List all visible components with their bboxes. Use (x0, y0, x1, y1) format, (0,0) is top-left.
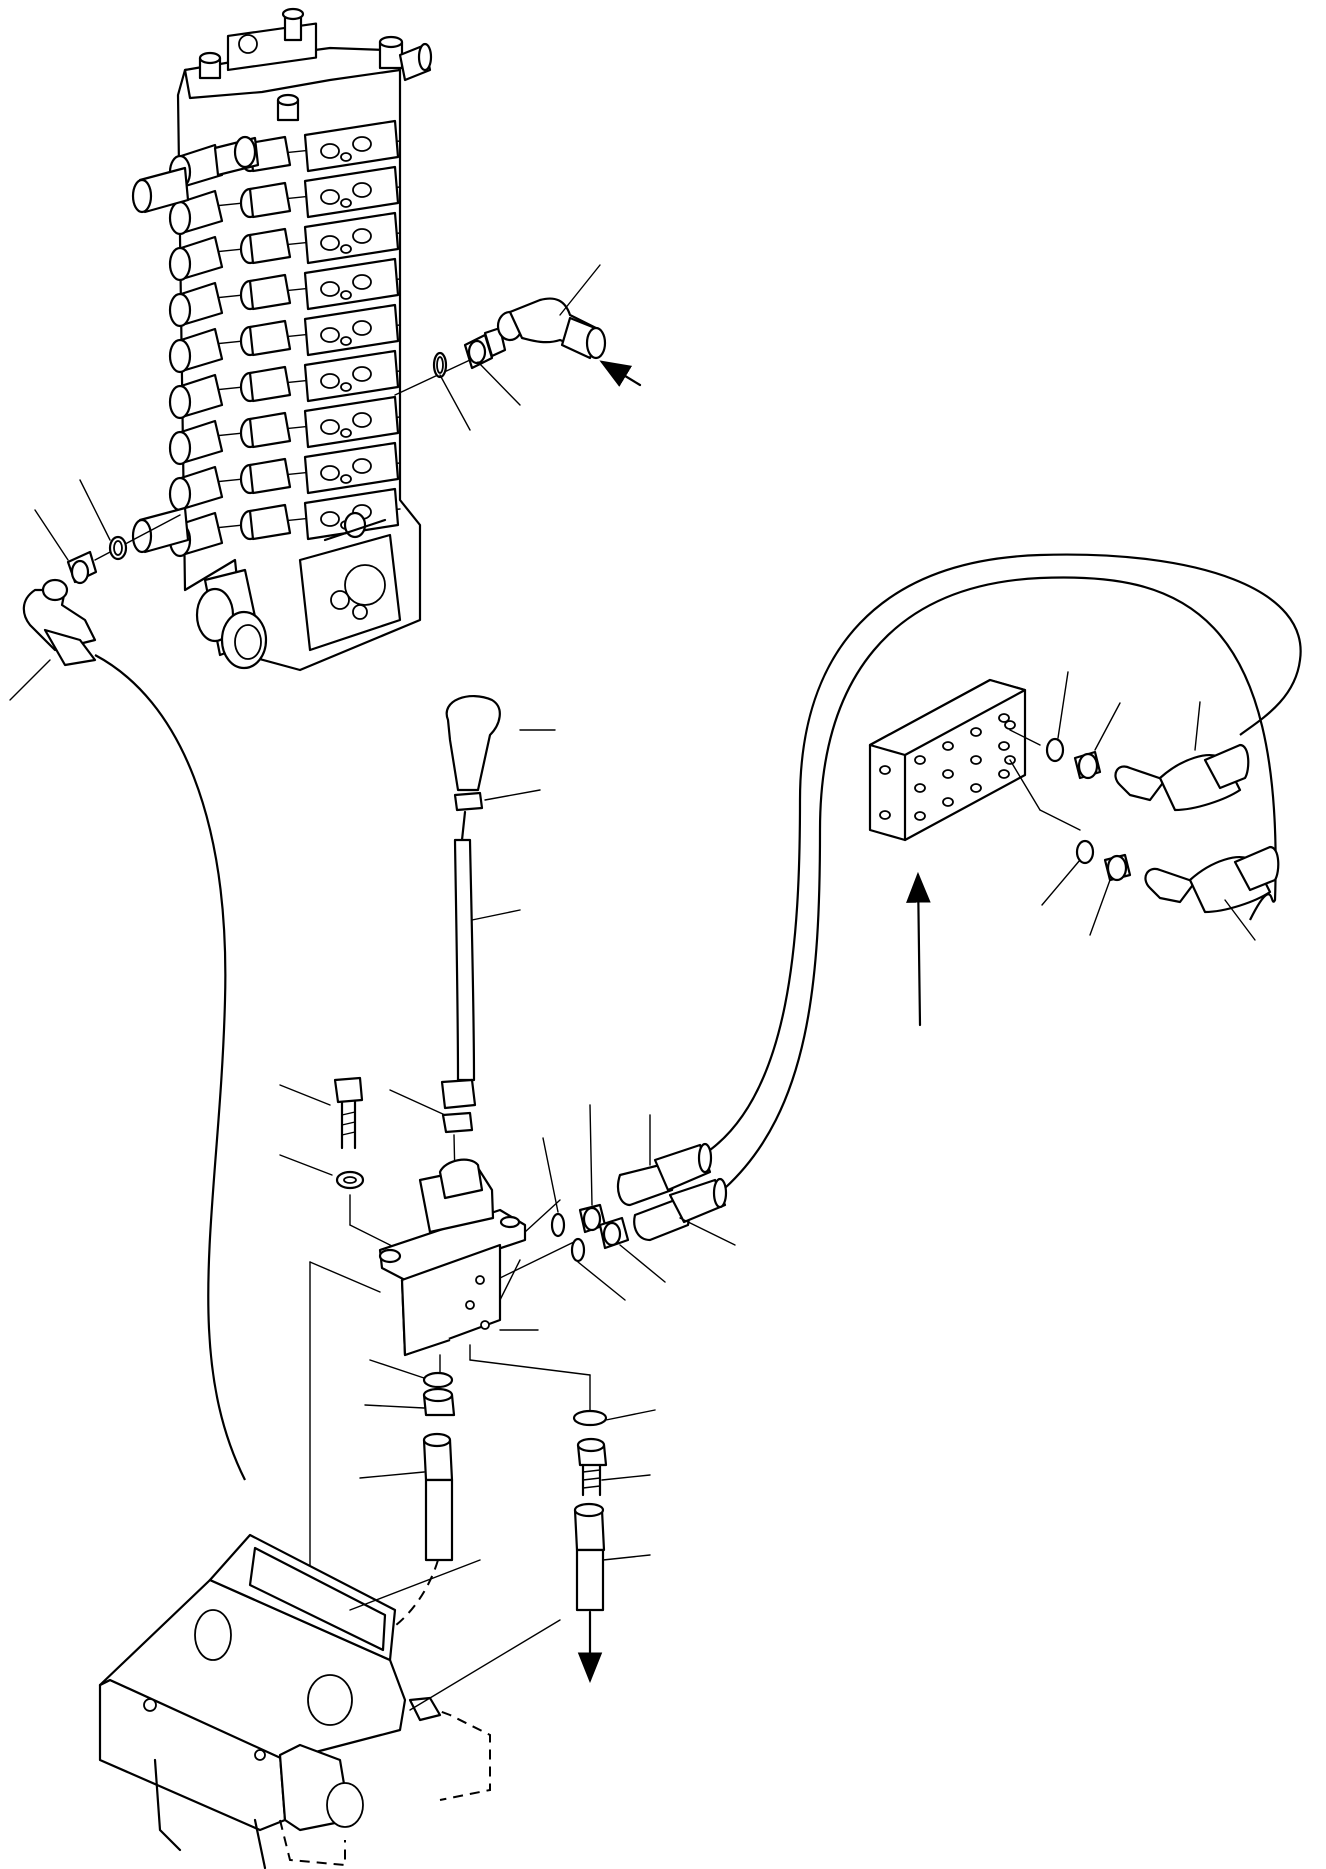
pilot-hose (10, 480, 245, 1480)
control-lever (390, 696, 555, 1180)
boot-icon (442, 1080, 475, 1108)
elbow-adapter (320, 1360, 454, 1640)
pilot-valve-icon (380, 1160, 590, 1380)
o-ring-icon (574, 1411, 606, 1425)
bolt-icon (280, 1078, 400, 1250)
elbow-adapter (1010, 672, 1278, 940)
knob-icon (447, 696, 500, 790)
nut-icon (455, 793, 482, 810)
elbow-adapter (395, 265, 640, 430)
pilot-hose (710, 555, 1301, 1188)
elbow-adapter (543, 1105, 735, 1300)
o-ring-icon (1077, 841, 1093, 863)
o-ring-icon (1047, 739, 1063, 761)
lever-icon (455, 840, 474, 1080)
manifold-icon (870, 680, 1025, 1025)
o-ring-icon (572, 1239, 584, 1261)
bracket-icon (100, 1262, 560, 1868)
o-ring-icon (552, 1214, 564, 1236)
elbow-adapter (574, 1375, 655, 1684)
control-valve-icon (133, 9, 431, 670)
o-ring-icon (424, 1373, 452, 1387)
